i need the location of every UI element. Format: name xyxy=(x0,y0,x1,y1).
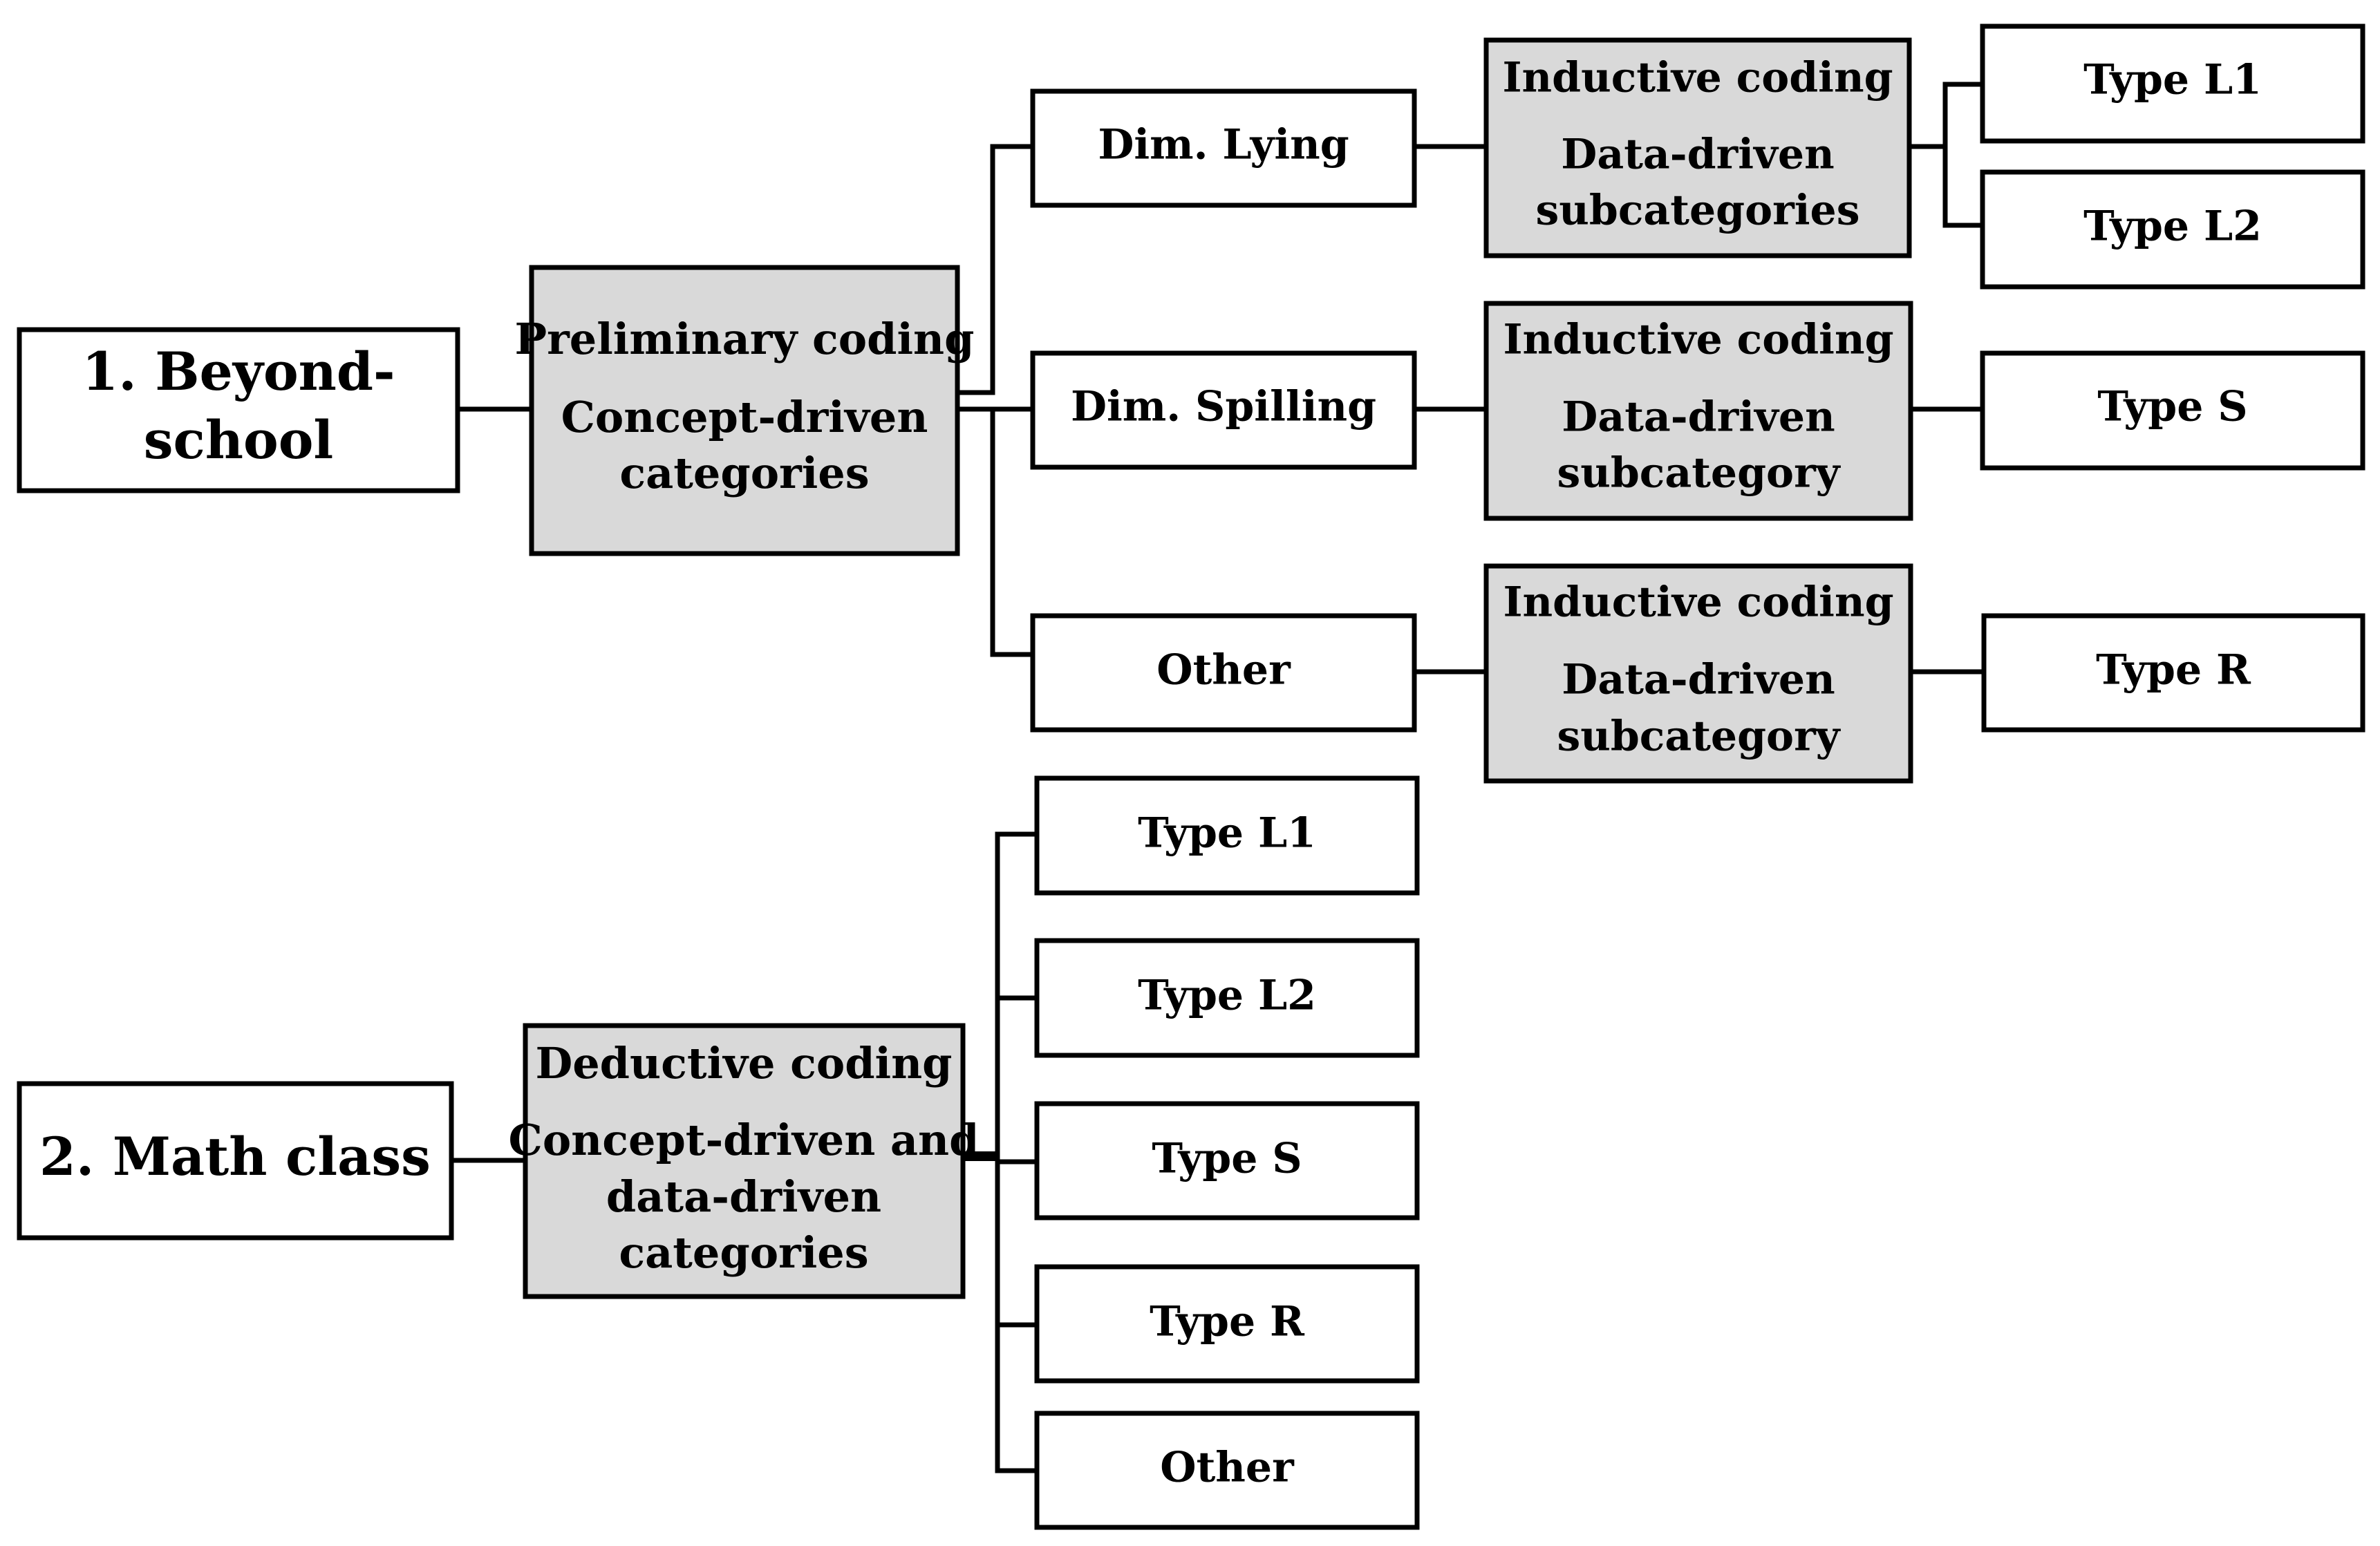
inductive-1-heading: Inductive coding xyxy=(1502,54,1893,102)
node-dim-lying: Dim. Lying xyxy=(1030,88,1417,208)
node-beyond-school: 1. Beyond- school xyxy=(17,327,460,493)
type-r-bottom-label: Type R xyxy=(1150,1298,1305,1346)
connectors-top xyxy=(458,82,1984,675)
connector-preliminary-to-dim-lying xyxy=(957,144,1033,395)
node-type-l1-top: Type L1 xyxy=(1980,23,2365,144)
node-inductive-coding-3: Inductive coding Data-driven subcategory xyxy=(1483,563,1913,784)
node-type-l2-bottom: Type L2 xyxy=(1034,938,1420,1058)
node-deductive-coding: Deductive coding Concept-driven and data… xyxy=(508,1023,980,1299)
beyond-school-line2: school xyxy=(144,409,334,471)
node-other-top: Other xyxy=(1030,613,1417,733)
other-bottom-label: Other xyxy=(1160,1444,1295,1492)
deductive-line3: categories xyxy=(619,1227,868,1278)
type-l1-bottom-label: Type L1 xyxy=(1138,809,1316,858)
node-type-r-bottom: Type R xyxy=(1034,1264,1420,1384)
deductive-heading: Deductive coding xyxy=(535,1038,952,1088)
math-class-label: 2. Math class xyxy=(39,1126,431,1187)
node-dim-spilling: Dim. Spilling xyxy=(1030,350,1417,470)
preliminary-line2: categories xyxy=(619,448,869,498)
connectors-bottom xyxy=(451,831,1037,1473)
node-type-r-top: Type R xyxy=(1981,613,2365,733)
node-preliminary-coding: Preliminary coding Concept-driven catego… xyxy=(515,265,975,556)
node-type-l2-top: Type L2 xyxy=(1980,169,2365,290)
preliminary-heading: Preliminary coding xyxy=(515,314,975,364)
inductive-2-heading: Inductive coding xyxy=(1503,316,1893,364)
node-inductive-coding-2: Inductive coding Data-driven subcategory xyxy=(1483,301,1913,521)
inductive-2-line1: Data-driven xyxy=(1562,393,1835,442)
connector-deductive-to-other xyxy=(995,1160,1037,1473)
node-other-bottom: Other xyxy=(1034,1411,1420,1530)
preliminary-line1: Concept-driven xyxy=(561,392,928,442)
connector-preliminary-to-other xyxy=(990,409,1033,657)
inductive-2-line2: subcategory xyxy=(1557,449,1841,498)
node-type-s-bottom: Type S xyxy=(1034,1101,1420,1220)
node-type-l1-bottom: Type L1 xyxy=(1034,775,1420,896)
other-top-label: Other xyxy=(1156,646,1291,695)
type-l2-bottom-label: Type L2 xyxy=(1138,972,1316,1020)
connector-inductive-to-type-l1 xyxy=(1909,82,1983,149)
inductive-1-line1: Data-driven xyxy=(1561,131,1834,179)
beyond-school-line1: 1. Beyond- xyxy=(82,341,395,402)
inductive-3-line2: subcategory xyxy=(1557,713,1841,761)
type-r-top-label: Type R xyxy=(2096,646,2251,695)
inductive-1-line2: subcategories xyxy=(1536,187,1860,235)
deductive-line1: Concept-driven and xyxy=(508,1115,979,1165)
node-type-s-top: Type S xyxy=(1980,350,2365,471)
node-inductive-coding-1: Inductive coding Data-driven subcategori… xyxy=(1483,37,1912,258)
connector-deductive-to-type-l1 xyxy=(995,831,1037,1160)
type-l1-top-label: Type L1 xyxy=(2083,56,2262,104)
dim-lying-label: Dim. Lying xyxy=(1098,121,1349,169)
connector-inductive-to-type-l2 xyxy=(1942,147,1983,228)
type-s-bottom-label: Type S xyxy=(1152,1135,1302,1183)
type-l2-top-label: Type L2 xyxy=(2083,202,2262,251)
inductive-3-heading: Inductive coding xyxy=(1503,578,1893,627)
type-s-top-label: Type S xyxy=(2097,383,2247,431)
node-math-class: 2. Math class xyxy=(17,1081,454,1241)
dim-spilling-label: Dim. Spilling xyxy=(1071,383,1376,431)
deductive-line2: data-driven xyxy=(606,1171,881,1222)
inductive-3-line1: Data-driven xyxy=(1562,656,1835,704)
